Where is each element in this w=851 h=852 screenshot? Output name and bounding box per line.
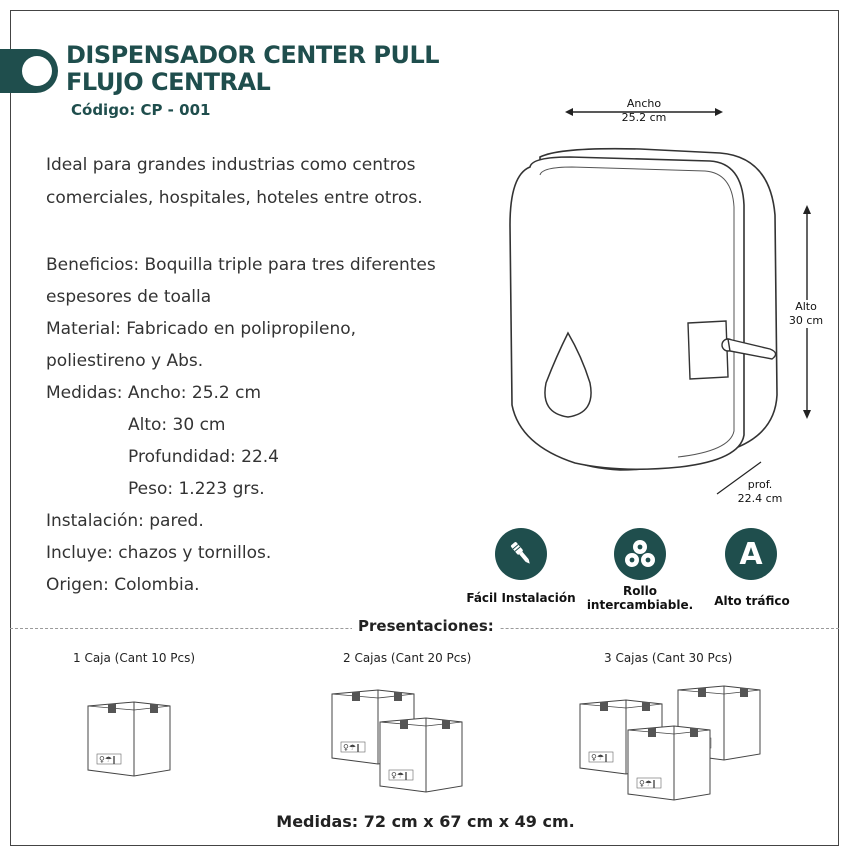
height-line: Alto: 30 cm xyxy=(128,415,226,435)
cardboard-box: ♀☂‖ xyxy=(87,701,171,777)
installation-line: Instalación: pared. xyxy=(46,511,204,531)
box-group-3: ♀☂‖ ♀☂‖ ♀☂‖ xyxy=(579,685,761,801)
presentation-caption-1: 1 Caja (Cant 10 Pcs) xyxy=(73,651,196,665)
letter-a-icon: A xyxy=(725,528,777,580)
cardboard-box: ♀☂‖ xyxy=(627,725,711,801)
weight-line: Peso: 1.223 grs. xyxy=(128,479,265,499)
svg-text:♀☂‖: ♀☂‖ xyxy=(591,753,608,762)
feature-label-roll: Rollo intercambiable. xyxy=(586,584,694,612)
product-code: Código: CP - 001 xyxy=(71,101,211,119)
material-line: poliestireno y Abs. xyxy=(46,351,204,371)
svg-text:♀☂‖: ♀☂‖ xyxy=(639,779,656,788)
material-line: Material: Fabricado en polipropileno, xyxy=(46,319,357,339)
height-value: 30 cm xyxy=(788,314,824,327)
origin-line: Origen: Colombia. xyxy=(46,575,200,595)
title-line-2: FLUJO CENTRAL xyxy=(66,68,271,96)
width-value: 25.2 cm xyxy=(621,111,667,124)
presentations-title: Presentaciones: xyxy=(352,617,500,635)
depth-line xyxy=(716,461,762,495)
svg-text:♀☂‖: ♀☂‖ xyxy=(99,755,116,764)
measures-line: Medidas: Ancho: 25.2 cm xyxy=(46,383,262,403)
svg-text:♀☂‖: ♀☂‖ xyxy=(391,771,408,780)
width-arrow xyxy=(565,108,723,116)
presentation-caption-3: 3 Cajas (Cant 30 Pcs) xyxy=(604,651,733,665)
presentation-caption-2: 2 Cajas (Cant 20 Pcs) xyxy=(343,651,472,665)
depth-label-text: prof. xyxy=(747,478,773,491)
dispenser-illustration xyxy=(509,147,778,471)
toggle-icon xyxy=(0,49,58,93)
screwdriver-icon xyxy=(495,528,547,580)
box-group-2: ♀☂‖ ♀☂‖ xyxy=(331,689,463,793)
roll-label-line-2: intercambiable. xyxy=(586,598,694,612)
intro-line: Ideal para grandes industrias como centr… xyxy=(46,155,416,175)
includes-line: Incluye: chazos y tornillos. xyxy=(46,543,272,563)
product-title: DISPENSADOR CENTER PULL FLUJO CENTRAL xyxy=(66,41,440,96)
box-group-1: ♀☂‖ xyxy=(87,701,171,777)
benefits-line: espesores de toalla xyxy=(46,287,212,307)
height-label: Alto 30 cm xyxy=(778,300,834,328)
paper-roll-icon xyxy=(614,528,666,580)
depth-line: Profundidad: 22.4 xyxy=(128,447,279,467)
feature-label-traffic: Alto tráfico xyxy=(714,594,790,608)
benefits-line: Beneficios: Boquilla triple para tres di… xyxy=(46,255,436,275)
feature-label-installation: Fácil Instalación xyxy=(466,591,576,605)
depth-label: prof. 22.4 cm xyxy=(728,478,792,506)
page-frame xyxy=(10,10,839,846)
svg-text:♀☂‖: ♀☂‖ xyxy=(343,743,360,752)
title-line-1: DISPENSADOR CENTER PULL xyxy=(66,41,440,69)
box-measurements: Medidas: 72 cm x 67 cm x 49 cm. xyxy=(276,812,575,831)
cardboard-box: ♀☂‖ xyxy=(379,717,463,793)
intro-line: comerciales, hospitales, hoteles entre o… xyxy=(46,188,423,208)
depth-value: 22.4 cm xyxy=(737,492,783,505)
width-label: Ancho 25.2 cm xyxy=(612,97,676,125)
height-label-text: Alto xyxy=(795,300,817,313)
roll-label-line-1: Rollo xyxy=(623,584,657,598)
width-label-text: Ancho xyxy=(626,97,662,110)
